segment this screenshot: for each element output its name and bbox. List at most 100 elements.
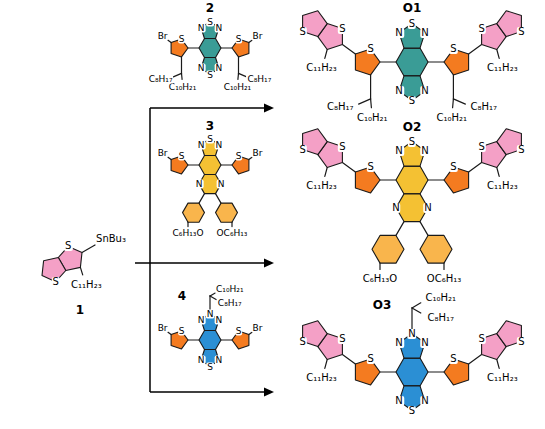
nitrogen-atom: N [197, 64, 206, 73]
sulfur-atom: S [298, 337, 306, 347]
bond [188, 164, 199, 165]
alkyl-chain: C₈H₁₇ [326, 102, 355, 112]
bond [325, 168, 327, 177]
nitrogen-atom: N [391, 203, 400, 213]
alkyl-chain: C₁₁H₂₃ [486, 373, 519, 383]
bond [443, 263, 444, 269]
bond [199, 194, 205, 204]
bond [187, 222, 188, 226]
bond [342, 163, 355, 172]
compound-number: O2 [402, 121, 423, 133]
alkyl-chain: C₁₁H₂₃ [305, 181, 338, 191]
bond [497, 168, 499, 177]
alkyl-chain: C₈H₁₇ [148, 74, 174, 83]
bond [453, 75, 454, 99]
compound-number: 1 [75, 304, 85, 316]
bond [210, 296, 216, 300]
bond [221, 164, 232, 165]
compound-number: 3 [205, 120, 215, 132]
sulfur-atom: S [178, 152, 186, 161]
sulfur-atom: S [517, 337, 525, 347]
bond [173, 73, 181, 77]
sulfur-atom: S [206, 17, 214, 26]
branch-line [149, 108, 151, 392]
sulfur-atom: S [366, 44, 374, 54]
reaction-arrow [135, 262, 266, 264]
bond [428, 61, 444, 62]
bond [412, 308, 421, 313]
alkyl-chain: C₁₁H₂₃ [486, 181, 519, 191]
nitrogen-atom: N [420, 338, 429, 348]
bond [469, 163, 482, 172]
sulfur-atom: S [206, 70, 214, 79]
alkoxy-group: C₆H₁₃O [362, 274, 398, 284]
nitrogen-atom: N [394, 28, 403, 38]
alkyl-chain: C₈H₁₇ [246, 74, 272, 83]
nitrogen-atom: N [215, 316, 224, 325]
phenyl-ring [420, 235, 452, 263]
benzene-ring [199, 39, 221, 58]
bond [412, 303, 421, 308]
sulfur-atom: S [178, 327, 186, 336]
bromine-atom: Br [251, 32, 263, 41]
reaction-arrow [150, 391, 266, 393]
nitrogen-atom: N [215, 24, 224, 33]
alkyl-chain: C₁₁H₂₃ [486, 63, 519, 73]
bond [237, 73, 239, 79]
nitrogen-atom: N [420, 86, 429, 96]
nitrogen-atom: N [420, 396, 429, 406]
nitrogen-atom: N [197, 24, 206, 33]
bond [370, 75, 371, 99]
alkyl-chain: C₁₀H₂₁ [356, 113, 389, 123]
alkyl-chain: C₈H₁₇ [217, 298, 243, 307]
sulfur-atom: S [408, 406, 416, 416]
sulfur-atom: S [206, 134, 214, 143]
sulfur-atom: S [517, 27, 525, 37]
sulfur-atom: S [477, 24, 485, 34]
alkyl-chain: C₁₀H₂₁ [215, 285, 244, 294]
sulfur-atom: S [64, 241, 72, 251]
sulfur-atom: S [235, 152, 243, 161]
bond [370, 99, 372, 108]
bond [428, 371, 444, 372]
bromine-atom: Br [251, 149, 263, 158]
sulfur-atom: S [298, 145, 306, 155]
nitrogen-atom: N [195, 180, 204, 189]
bond [221, 339, 232, 340]
sulfur-atom: S [477, 142, 485, 152]
bond [396, 222, 404, 236]
nitrogen-atom: N [197, 356, 206, 365]
benzene-ring [396, 358, 428, 386]
alkyl-chain: C₁₁H₂₃ [305, 63, 338, 73]
nitrogen-atom: N [215, 64, 224, 73]
sulfur-atom: S [338, 24, 346, 34]
nitrogen-atom: N [394, 86, 403, 96]
compound-number: O1 [402, 2, 423, 14]
bond [428, 179, 444, 180]
nitrogen-atom: N [407, 329, 416, 339]
bromine-atom: Br [157, 32, 169, 41]
nitrogen-atom: N [420, 146, 429, 156]
bromine-atom: Br [251, 324, 263, 333]
bond [216, 194, 222, 204]
alkyl-chain: C₁₁H₂₃ [70, 280, 103, 290]
bond [380, 179, 396, 180]
sulfur-atom: S [408, 137, 416, 147]
bond [221, 47, 232, 48]
phenyl-ring [183, 203, 205, 222]
bond [380, 371, 396, 372]
bond [379, 263, 380, 269]
bond [497, 50, 499, 59]
alkyl-chain: C₁₀H₂₁ [223, 82, 252, 91]
sulfur-atom: S [235, 35, 243, 44]
sulfur-atom: S [517, 145, 525, 155]
alkoxy-group: C₆H₁₃O [172, 229, 205, 238]
bond [497, 360, 499, 369]
bond [82, 245, 95, 253]
nitrogen-atom: N [394, 396, 403, 406]
sulfur-atom: S [408, 19, 416, 29]
sulfur-atom: S [449, 44, 457, 54]
arrow-heads [264, 104, 274, 397]
benzene-ring [396, 48, 428, 76]
sulfur-atom: S [366, 162, 374, 172]
